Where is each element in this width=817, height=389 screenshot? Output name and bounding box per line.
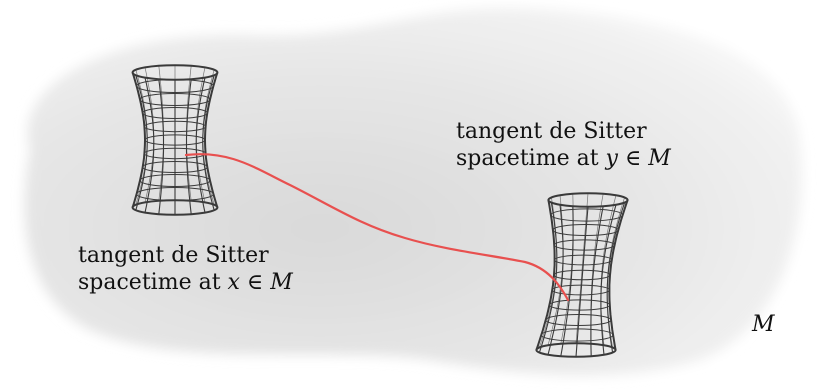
label-x-math: x ∈ M	[227, 270, 293, 295]
wireframe-meridian	[575, 206, 589, 357]
wireframe-meridian	[590, 193, 604, 344]
wireframe-meridian	[547, 195, 564, 346]
wireframe-meridian	[135, 69, 148, 205]
wireframe-meridian	[539, 197, 558, 348]
label-tangent-space-x: tangent de Sitter spacetime at x ∈ M	[78, 242, 293, 296]
wireframe-meridian	[195, 67, 206, 203]
wireframe-silhouette	[131, 72, 147, 208]
label-y-line1: tangent de Sitter	[456, 119, 647, 144]
wireframe-silhouette	[535, 199, 556, 351]
geodesic-curve	[184, 153, 570, 302]
label-x-line1: tangent de Sitter	[78, 243, 269, 268]
label-x-line2: spacetime at x ∈ M	[78, 269, 293, 296]
wireframe-silhouette	[608, 199, 629, 351]
label-y-math: y ∈ M	[605, 146, 671, 171]
wireframe-meridian	[202, 69, 215, 205]
wireframe-meridian	[600, 204, 617, 355]
label-manifold-M: M	[752, 312, 775, 337]
de-sitter-hyperboloid-y	[535, 192, 629, 358]
wireframe-meridian	[144, 67, 155, 203]
wireframe-silhouette	[203, 72, 219, 208]
wireframe-meridian	[547, 204, 564, 355]
wireframe-meridian	[560, 193, 574, 344]
label-x-prefix: spacetime at	[78, 270, 228, 295]
wireframe-meridian	[186, 65, 192, 201]
wireframe-meridian	[158, 65, 164, 201]
wireframe-meridian	[600, 195, 617, 346]
label-y-line2: spacetime at y ∈ M	[456, 145, 671, 172]
wireframe-meridian	[606, 197, 625, 348]
label-y-prefix: spacetime at	[456, 146, 606, 171]
label-tangent-space-y: tangent de Sitter spacetime at y ∈ M	[456, 118, 671, 172]
wireframe-meridian	[575, 193, 589, 344]
de-sitter-hyperboloid-x	[131, 64, 219, 216]
